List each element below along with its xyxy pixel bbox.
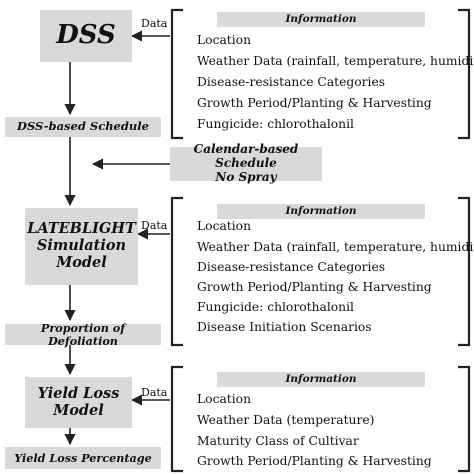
- info-3-item-0: Location: [197, 392, 251, 406]
- dss-schedule-label: DSS-based Schedule: [17, 119, 149, 134]
- data-label-1: Data: [141, 17, 168, 30]
- defoliation-label: Proportion of Defoliation: [40, 320, 126, 348]
- calendar-schedule-box: Calendar-based Schedule No Spray: [170, 142, 322, 184]
- info-1-item-3: Growth Period/Planting & Harvesting: [197, 96, 432, 110]
- info-3-item-2: Maturity Class of Cultivar: [197, 434, 359, 448]
- yield-percent-label: Yield Loss Percentage: [14, 450, 152, 465]
- defoliation-box: Proportion of Defoliation: [5, 320, 161, 348]
- info-header-3: Information: [217, 372, 425, 387]
- lateblight-label: LATEBLIGHT Simulation Model: [27, 220, 136, 271]
- info-2-item-0: Location: [197, 219, 251, 233]
- bracket-left-3: [170, 365, 183, 473]
- info-header-1: Information: [217, 12, 425, 27]
- yield-percent-box: Yield Loss Percentage: [5, 447, 161, 469]
- dss-schedule-box: DSS-based Schedule: [5, 117, 161, 137]
- yield-model-label: Yield Loss Model: [37, 384, 120, 419]
- info-2-item-4: Fungicide: chlorothalonil: [197, 300, 354, 314]
- info-2-item-2: Disease-resistance Categories: [197, 260, 386, 274]
- lateblight-box: LATEBLIGHT Simulation Model: [25, 208, 138, 285]
- yield-model-box: Yield Loss Model: [25, 377, 132, 428]
- info-3-item-1: Weather Data (temperature): [197, 413, 375, 427]
- bracket-left-1: [170, 8, 183, 140]
- dss-box: DSS: [40, 10, 132, 62]
- calendar-schedule-label: Calendar-based Schedule No Spray: [193, 142, 299, 184]
- info-2-item-5: Disease Initiation Scenarios: [197, 320, 372, 334]
- info-2-item-3: Growth Period/Planting & Harvesting: [197, 280, 432, 294]
- bracket-right-3: [458, 365, 471, 473]
- info-3-item-3: Growth Period/Planting & Harvesting: [197, 454, 432, 468]
- data-label-3: Data: [141, 386, 168, 399]
- data-label-2: Data: [141, 219, 168, 232]
- info-1-item-1: Weather Data (rainfall, temperature, hum…: [197, 54, 474, 68]
- info-1-item-4: Fungicide: chlorothalonil: [197, 117, 354, 131]
- bracket-left-2: [170, 196, 183, 347]
- info-1-item-2: Disease-resistance Categories: [197, 75, 386, 89]
- info-1-item-0: Location: [197, 33, 251, 47]
- bracket-right-1: [458, 8, 471, 140]
- info-2-item-1: Weather Data (rainfall, temperature, hum…: [197, 240, 474, 254]
- info-header-2: Information: [217, 204, 425, 219]
- dss-label: DSS: [56, 20, 116, 51]
- bracket-right-2: [458, 196, 471, 347]
